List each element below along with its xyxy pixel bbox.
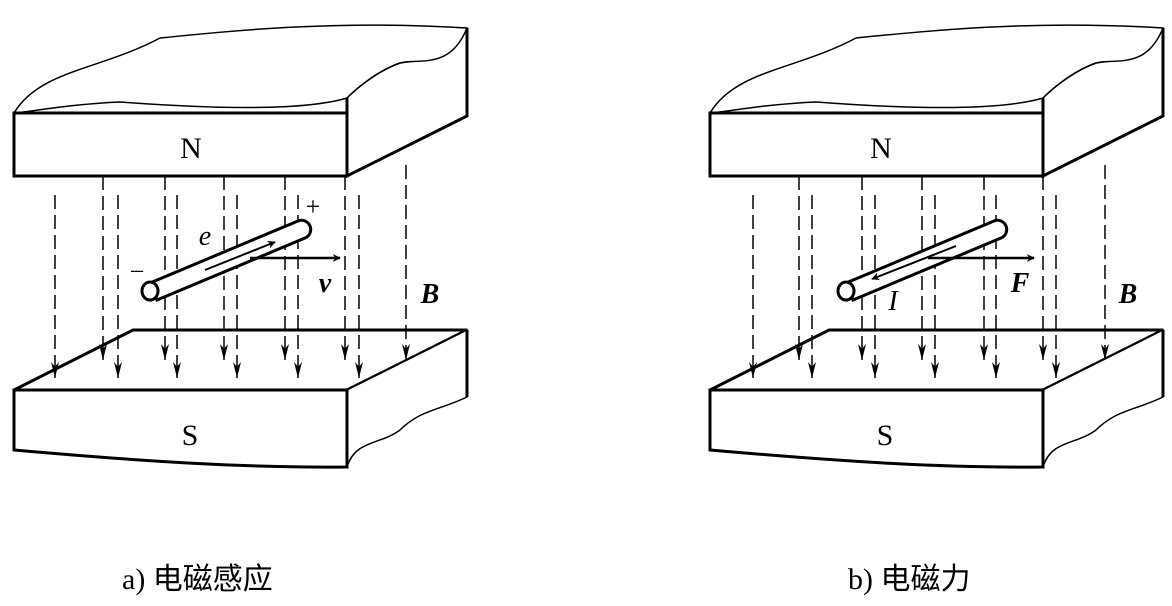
- north-magnet: N: [12, 24, 469, 179]
- emf-arrow: [204, 240, 276, 271]
- current-label: I: [887, 286, 899, 317]
- caption-b: b) 电磁力: [848, 563, 971, 596]
- panel-electromagnetic-induction: N S: [12, 24, 469, 469]
- north-pole-label: N: [870, 132, 892, 165]
- caption-a: a) 电磁感应: [122, 563, 273, 596]
- conductor-rod-end: [836, 280, 856, 302]
- south-magnet-front-face: [12, 388, 349, 469]
- magnetic-field-lines: [51, 165, 410, 378]
- north-magnet-side-face: [345, 28, 469, 179]
- conductor-rod: [140, 218, 313, 302]
- conductor-rod-end: [140, 280, 160, 302]
- south-magnet-side-face: [346, 328, 468, 468]
- force-label: F: [1010, 268, 1030, 299]
- north-magnet-front-face: [708, 111, 1045, 178]
- field-b-label: B: [420, 279, 440, 310]
- north-pole-label: N: [180, 132, 202, 165]
- north-magnet: N: [708, 24, 1165, 179]
- south-magnet-side-face: [1042, 328, 1164, 468]
- south-magnet: S: [12, 328, 469, 469]
- current-arrow: [871, 245, 957, 281]
- south-magnet-front-face: [708, 388, 1045, 469]
- velocity-label: v: [319, 268, 332, 299]
- plus-sign: +: [306, 192, 321, 221]
- panel-electromagnetic-force: N S I: [708, 24, 1165, 469]
- north-magnet-side-face: [1041, 28, 1165, 179]
- minus-sign: −: [130, 257, 145, 286]
- north-magnet-front-face: [12, 111, 349, 178]
- south-magnet: S: [708, 328, 1165, 469]
- emf-label: e: [199, 221, 211, 252]
- south-pole-label: S: [182, 419, 199, 452]
- conductor-rod: [836, 218, 1009, 302]
- field-b-label: B: [1118, 279, 1138, 310]
- south-pole-label: S: [877, 419, 894, 452]
